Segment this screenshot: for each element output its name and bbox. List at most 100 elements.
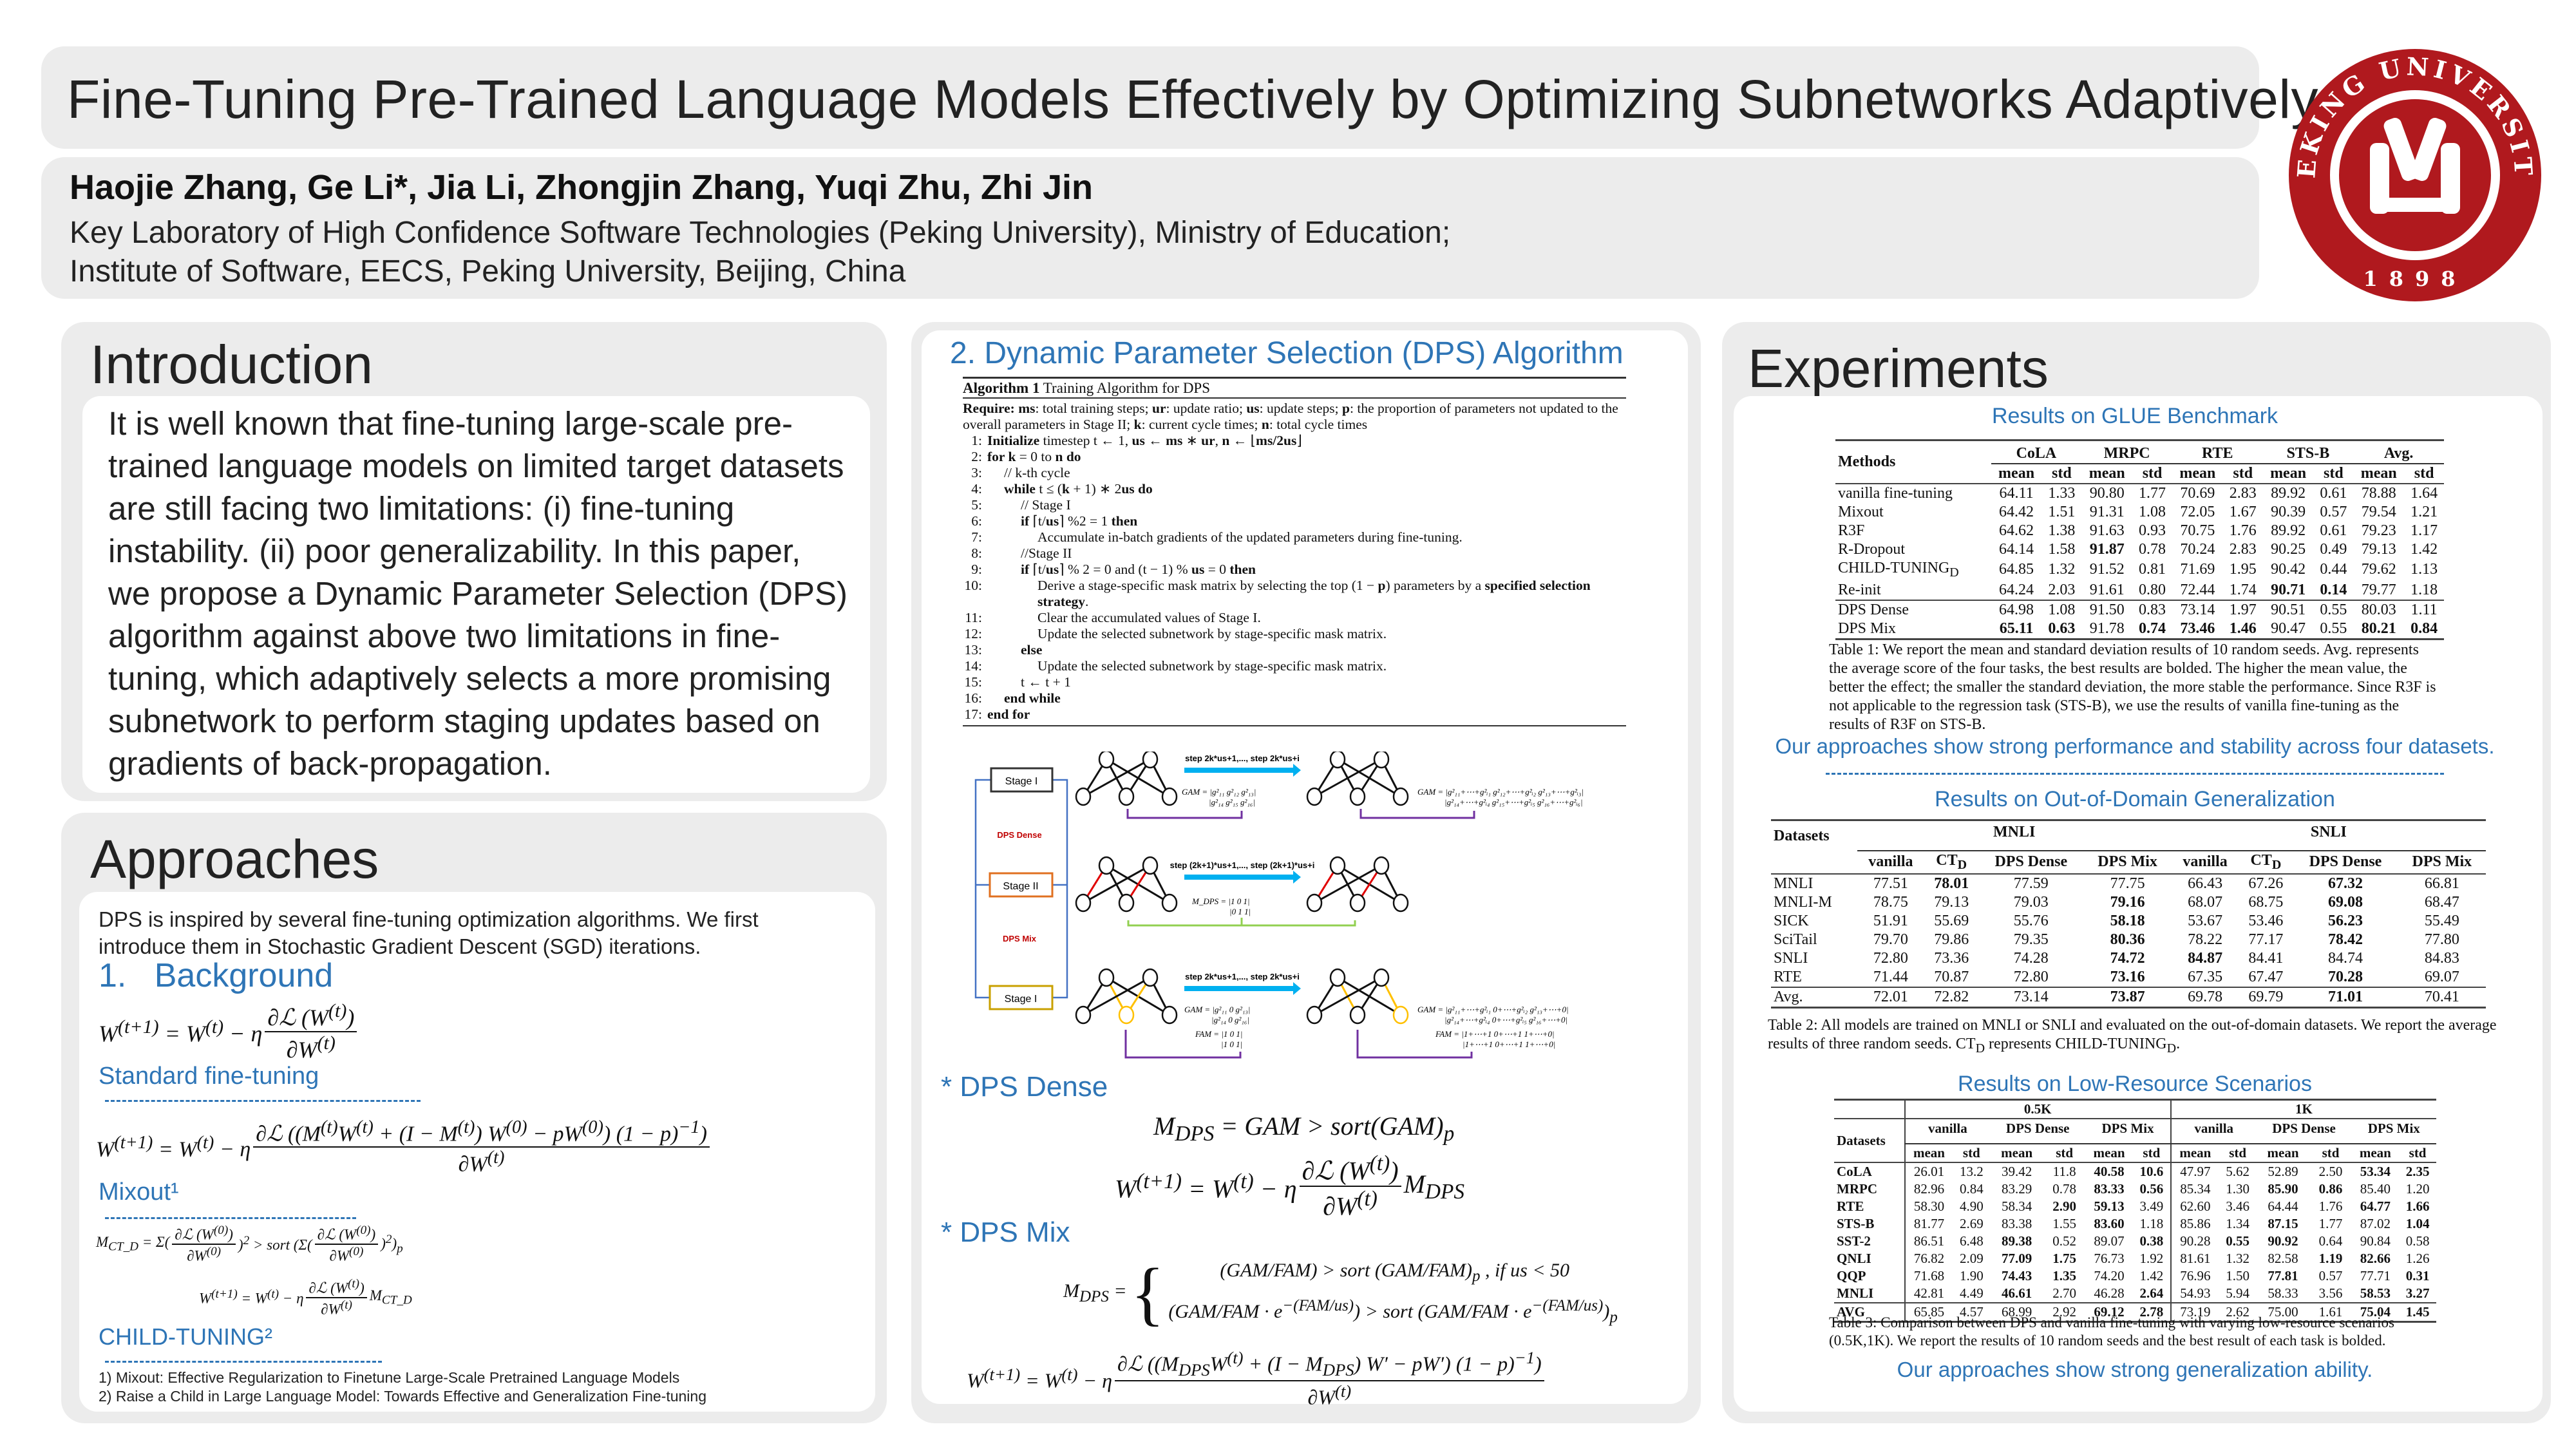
algorithm-text: p (1342, 401, 1350, 416)
table-cell: 0.44 (2320, 561, 2347, 578)
table-cell: 74.28 (2013, 949, 2049, 967)
standard-fine-tuning-label: Standard fine-tuning (99, 1063, 319, 1090)
table-cell: 4.49 (1959, 1285, 1984, 1301)
introduction-body: It is well known that fine-tuning large-… (108, 405, 848, 782)
table-cell: 71.68 (1904, 1267, 1953, 1285)
column-subheader: std (2322, 1145, 2340, 1160)
table-cell: 1.74 (2229, 581, 2257, 598)
column-subheader: std (2056, 1145, 2074, 1160)
table-cell: 1.34 (2226, 1216, 2250, 1231)
algorithm-line: 11:Clear the accumulated values of Stage… (963, 610, 1626, 626)
table-cell: 1.30 (2226, 1181, 2250, 1197)
table-cell: 1.04 (2405, 1216, 2430, 1231)
network-node (1392, 1005, 1409, 1025)
algorithm-text: Update the selected subnetwork by stage-… (1037, 626, 1387, 641)
table-cell: 89.38 (2002, 1233, 2032, 1249)
size-header: 1K (2170, 1099, 2436, 1119)
table2-caption: Table 2: All models are trained on MNLI … (1768, 1017, 2497, 1056)
algorithm-text: Accumulate in-batch gradients of the upd… (1037, 529, 1463, 545)
dps-diagram: Stage I Stage II Stage I DPS Dense DPS M… (974, 752, 1584, 1059)
line-number: 1: (971, 433, 982, 448)
network-edge (1314, 976, 1382, 1016)
table-cell: 78.42 (2327, 931, 2363, 948)
table-cell: 58.30 (1904, 1198, 1953, 1215)
line-number: 15: (964, 674, 982, 690)
table-cell: 84.83 (2424, 949, 2459, 967)
table-cell: 82.58 (2268, 1251, 2298, 1266)
svg-text:step 2k*us+1,..., step 2k*us+i: step 2k*us+1,..., step 2k*us+i (1185, 972, 1300, 981)
algorithm-line: 14:Update the selected subnetwork by sta… (963, 658, 1626, 674)
reference-2: 2) Raise a Child in Large Language Model… (99, 1388, 706, 1405)
table-cell: 73.87 (2110, 988, 2145, 1005)
table-cell: 0.84 (2410, 620, 2438, 637)
stage-1-box-bottom (989, 985, 1054, 1010)
table-cell: 3.46 (2226, 1198, 2250, 1214)
experiments-panel: Experiments (1722, 322, 2551, 1423)
algorithm-line: 3:// k-th cycle (963, 465, 1626, 481)
table-cell: 91.78 (2089, 620, 2125, 637)
table-cell: 65.85 (1904, 1303, 1953, 1322)
table-cell: 0.57 (2320, 504, 2347, 520)
table-cell: 62.60 (2170, 1198, 2219, 1215)
table-cell: 83.60 (2094, 1216, 2125, 1231)
dps-dense-label: * DPS Dense (941, 1071, 1108, 1103)
algorithm-line: 8://Stage II (963, 545, 1626, 562)
table-cell: 80.36 (2110, 931, 2145, 948)
table-cell: 73.14 (2013, 988, 2049, 1005)
table-cell: 72.82 (1934, 988, 1969, 1005)
table-cell: 2.64 (2139, 1285, 2164, 1301)
table-cell: 53.46 (2248, 912, 2284, 929)
column-subheader: std (2229, 1145, 2247, 1160)
table-cell: 0.63 (2048, 620, 2076, 637)
line-number: 8: (971, 545, 982, 561)
table-cell: 1.17 (2410, 522, 2438, 539)
algorithm-text: Derive a stage-specific mask matrix by s… (1037, 578, 1378, 593)
line-number: 5: (971, 497, 982, 513)
table-cell: 73.46 (2180, 620, 2215, 637)
table-cell: 90.71 (2271, 581, 2306, 598)
svg-text:|0 1 1|: |0 1 1| (1229, 907, 1251, 916)
algorithm-text: ms/2us (1256, 433, 1297, 448)
algorithm-text: us (1045, 513, 1059, 529)
table-cell: 0.78 (2052, 1181, 2077, 1197)
table-cell: 55.69 (1934, 912, 1969, 929)
table-cell: 46.28 (2094, 1285, 2125, 1301)
table-cell: 1.35 (2052, 1268, 2077, 1283)
row-label: QQP (1837, 1268, 1866, 1283)
column-subheader: std (2324, 465, 2344, 482)
table-cell: 72.01 (1873, 988, 1908, 1005)
table-cell: 83.29 (2002, 1181, 2032, 1197)
table-cell: 6.48 (1959, 1233, 1984, 1249)
line-number: 11: (965, 610, 982, 625)
algorithm-text: ⌉ % 2 = 0 and (t − 1) % (1059, 562, 1191, 577)
column-group-header: DPS Mix (2351, 1119, 2436, 1144)
svg-text:|g²₁₄ 0 g²₁₆|: |g²₁₄ 0 g²₁₆| (1211, 1015, 1249, 1025)
table-cell: 74.43 (2002, 1268, 2032, 1283)
table-cell: 77.75 (2110, 875, 2145, 892)
network-node (1306, 787, 1323, 806)
table-cell: 54.93 (2170, 1285, 2219, 1303)
line-number: 9: (971, 562, 982, 577)
table-cell: 91.52 (2089, 561, 2125, 578)
table-cell: 91.50 (2089, 601, 2125, 618)
table-cell: 77.71 (2360, 1268, 2391, 1283)
table-cell: 2.62 (2226, 1304, 2250, 1320)
table-cell: 77.51 (1873, 875, 1908, 892)
algorithm-text: n (1222, 433, 1230, 448)
row-label: SNLI (1774, 949, 1808, 967)
table-cell: 85.40 (2360, 1181, 2391, 1197)
peking-university-logo: PEKING UNIVERSITY 1898 (2286, 46, 2541, 301)
column-group-header: MNLI (1857, 820, 2172, 851)
table-cell: 90.39 (2271, 504, 2306, 520)
column-subheader: mean (2088, 465, 2125, 482)
table-cell: 90.92 (2268, 1233, 2298, 1249)
